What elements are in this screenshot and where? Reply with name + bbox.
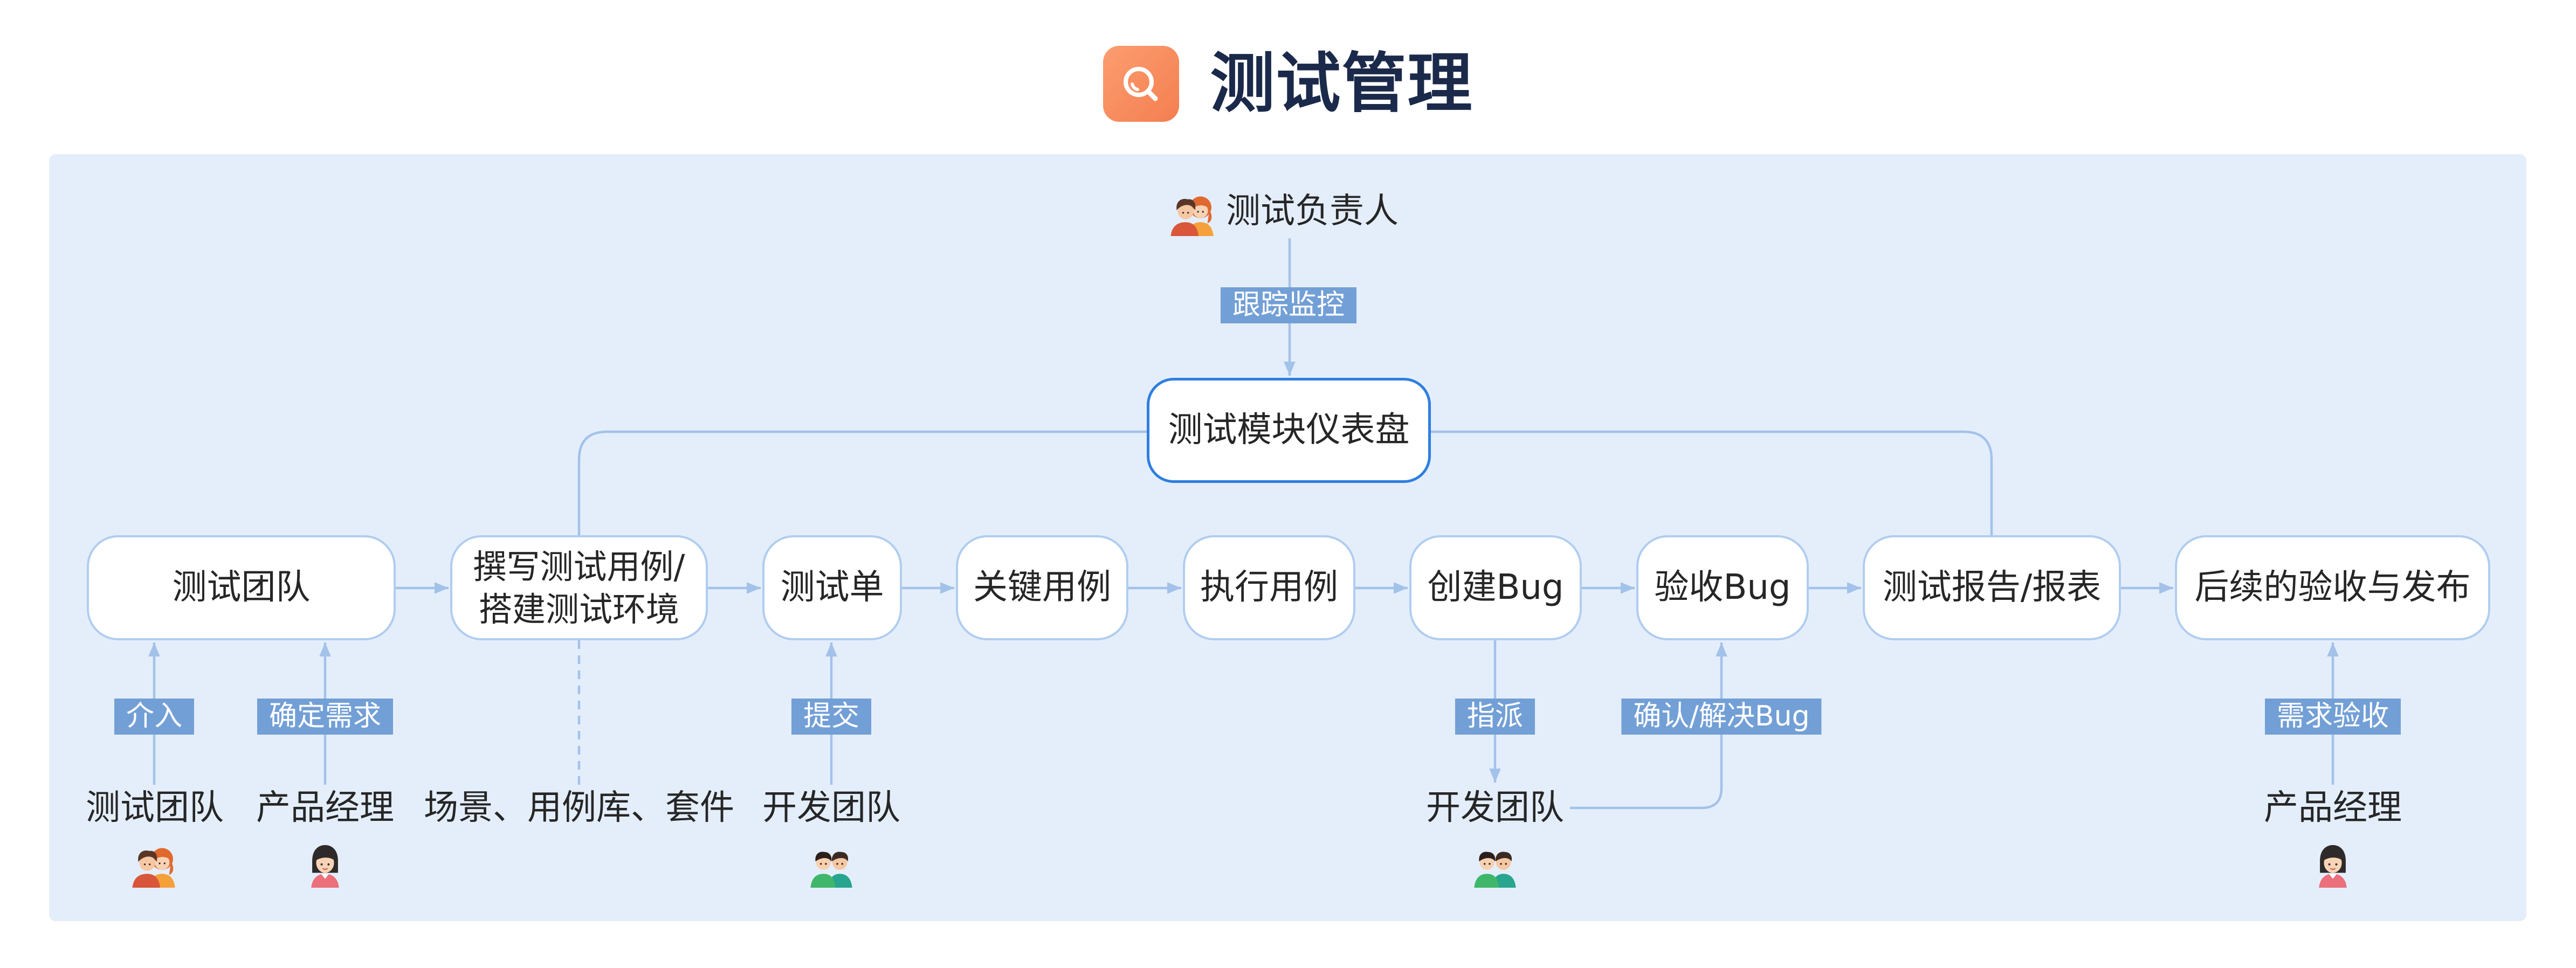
action-tag-resolve-bug: 确认/解决Bug <box>1621 699 1822 735</box>
magnifier-icon <box>1103 46 1179 122</box>
connector-bug-resolve <box>1570 642 1727 810</box>
action-tag-monitor: 跟踪监控 <box>1220 287 1357 323</box>
flow-node-label: 创建Bug <box>1427 568 1564 608</box>
connector-dashboard-to-test-cases <box>577 430 1147 535</box>
actor-dev-name: 开发团队 <box>762 788 900 828</box>
action-tag-acceptance: 需求验收 <box>2264 699 2401 735</box>
actor-pm-name: 产品经理 <box>256 788 394 828</box>
flow-node-label-line: 搭建测试环境 <box>478 589 679 629</box>
connector-dashboard-to-report <box>1431 430 1993 535</box>
action-tag-join: 介入 <box>114 699 195 735</box>
dashboard-label: 测试模块仪表盘 <box>1168 410 1410 451</box>
flow-node-key-cases: 关键用例 <box>956 535 1128 640</box>
dev-team-avatar-icon <box>807 838 856 888</box>
flow-node-test-report: 测试报告/报表 <box>1863 535 2121 640</box>
flow-node-label: 测试报告/报表 <box>1882 568 2102 608</box>
test-lead-name: 测试负责人 <box>1226 191 1399 231</box>
product-manager-avatar-icon <box>2308 838 2358 888</box>
test-lead: 测试负责人 <box>1168 186 1399 236</box>
flow-node-test-sheet: 测试单 <box>762 535 902 640</box>
dashboard-node: 测试模块仪表盘 <box>1147 378 1431 483</box>
action-tag-requirements: 确定需求 <box>257 699 394 735</box>
flow-node-release: 后续的验收与发布 <box>2175 535 2490 640</box>
flow-node-label-line: 撰写测试用例/ <box>473 547 685 586</box>
flow-node-label: 测试单 <box>780 568 884 608</box>
flow-node-label: 关键用例 <box>973 568 1111 608</box>
flow-node-label: 执行用例 <box>1200 568 1338 608</box>
actor-dev-name: 开发团队 <box>1426 788 1564 828</box>
diagram-header: 测试管理 <box>0 46 2576 122</box>
product-manager-avatar-icon <box>300 838 350 888</box>
actor-pm-name: 产品经理 <box>2264 788 2402 828</box>
flow-node-test-team: 测试团队 <box>87 535 396 640</box>
test-lead-avatar-icon <box>1168 186 1217 236</box>
testers-avatar-icon <box>129 838 179 888</box>
page-title: 测试管理 <box>1210 46 1473 121</box>
action-tag-submit: 提交 <box>791 699 872 735</box>
test-assets-text: 场景、用例库、套件 <box>424 788 734 828</box>
flow-node-label: 后续的验收与发布 <box>2194 568 2471 608</box>
dev-team-avatar-icon <box>1470 838 1520 888</box>
actor-testers-name: 测试团队 <box>86 788 224 828</box>
flow-node-label: 验收Bug <box>1654 568 1791 608</box>
flow-node-create-bug: 创建Bug <box>1409 535 1582 640</box>
flow-node-run-cases: 执行用例 <box>1183 535 1355 640</box>
flow-node-write-cases: 撰写测试用例/ 搭建测试环境 <box>450 535 708 640</box>
flow-node-label: 测试团队 <box>172 568 311 608</box>
action-tag-assign: 指派 <box>1455 699 1535 735</box>
flow-node-verify-bug: 验收Bug <box>1636 535 1809 640</box>
